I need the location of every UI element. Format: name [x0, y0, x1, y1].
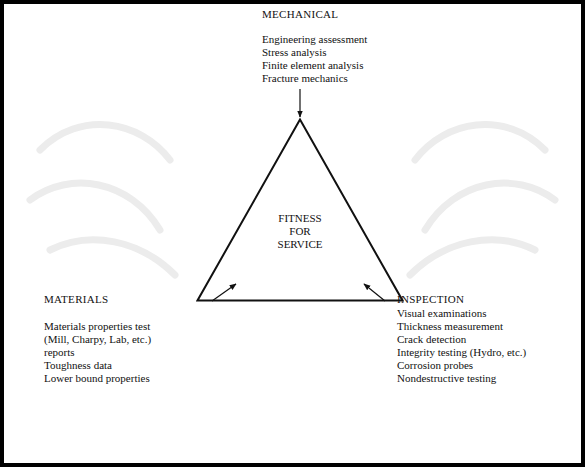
watermark-swirl [30, 183, 160, 230]
arrow-connector [299, 89, 300, 117]
arrow-connector [364, 284, 385, 301]
text-group: MECHANICAL Engineering assessmentStress a… [262, 8, 367, 87]
list-item: Toughness data [44, 359, 176, 372]
list-item: Stress analysis [262, 46, 367, 59]
watermark-swirl [415, 125, 545, 160]
list-item: Crack detection [397, 333, 526, 346]
list-item: Corrosion probes [397, 359, 526, 372]
list-item: Finite element analysis [262, 59, 367, 72]
list-item: Engineering assessment [262, 33, 367, 46]
list-item: Lower bound properties [44, 372, 176, 385]
group-heading: INSPECTION [397, 293, 526, 306]
watermark-swirls [30, 125, 555, 275]
list-item: Nondestructive testing [397, 372, 526, 385]
group-heading: MECHANICAL [262, 8, 367, 21]
center-label: FITNESS FOR SERVICE [270, 212, 330, 251]
triangle-shape [198, 120, 403, 301]
text-group: MATERIALS Materials properties test (Mill… [44, 293, 212, 385]
watermark-swirl [425, 183, 555, 230]
arrow-connector [212, 284, 236, 301]
watermark-swirl [40, 125, 170, 160]
list-item: Visual examinations [397, 307, 526, 320]
triangle-node: FITNESS FOR SERVICE [196, 118, 404, 302]
list-item: Integrity testing (Hydro, etc.) [397, 346, 526, 359]
triangle-outline [196, 118, 404, 302]
group-heading: MATERIALS [44, 293, 176, 306]
watermark-swirl [50, 240, 175, 275]
list-item: Materials properties test (Mill, Charpy,… [44, 320, 176, 359]
list-item: Thickness measurement [397, 320, 526, 333]
watermark-swirl [410, 240, 535, 275]
text-group: INSPECTIONVisual examinationsThickness m… [385, 293, 526, 385]
list-item: Fracture mechanics [262, 72, 367, 85]
